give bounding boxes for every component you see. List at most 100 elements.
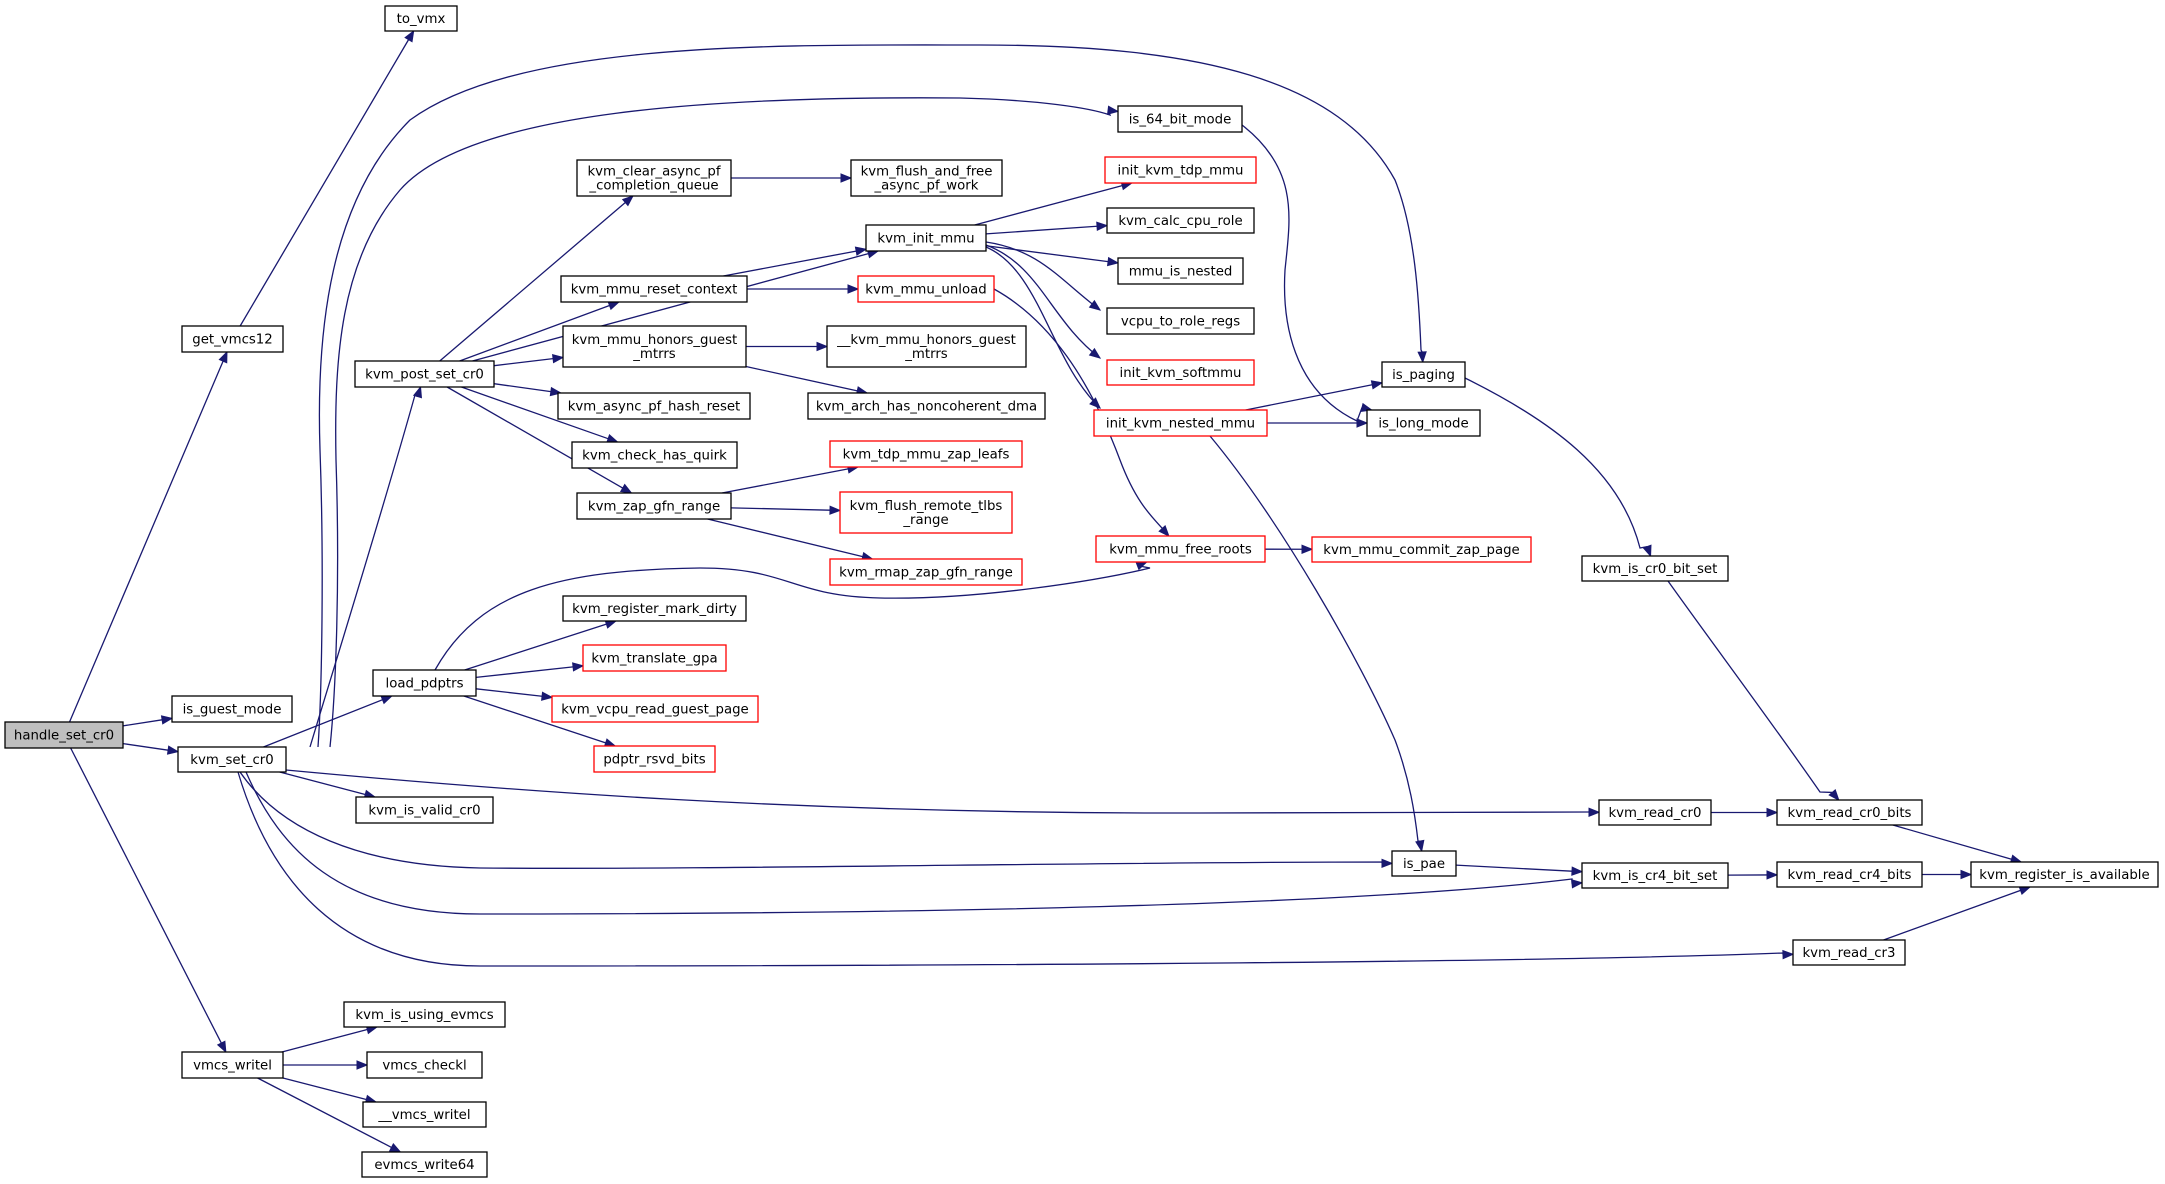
node-kvm_set_cr0[interactable]: kvm_set_cr0: [177, 746, 287, 773]
node-__kvm_mmu_honors_guest_mtrrs[interactable]: __kvm_mmu_honors_guest_mtrrs: [826, 325, 1027, 368]
edge-load_pdptrs-to-kvm_mmu_free_roots: [434, 561, 1151, 671]
node-init_kvm_softmmu[interactable]: init_kvm_softmmu: [1106, 359, 1255, 386]
node-label: get_vmcs12: [192, 333, 272, 348]
node-kvm_clear_async_pf_completion_queue[interactable]: kvm_clear_async_pf_completion_queue: [576, 159, 732, 197]
edge-load_pdptrs-to-kvm_register_mark_dirty: [464, 619, 618, 671]
node-handle_set_cr0: handle_set_cr0: [4, 721, 124, 749]
node-kvm_check_has_quirk[interactable]: kvm_check_has_quirk: [571, 441, 738, 469]
edge-kvm_is_cr0_bit_set-to-kvm_read_cr0_bits: [1667, 580, 1840, 802]
edge-init_kvm_nested_mmu-to-is_paging: [1245, 380, 1384, 411]
edge-kvm_init_mmu-to-kvm_calc_cpu_role: [985, 221, 1109, 235]
node-kvm_register_is_available[interactable]: kvm_register_is_available: [1970, 861, 2159, 888]
node-kvm_read_cr0[interactable]: kvm_read_cr0: [1598, 799, 1712, 826]
node-label: kvm_rmap_zap_gfn_range: [839, 566, 1013, 581]
node-label: is_64_bit_mode: [1129, 113, 1232, 128]
edge-kvm_set_cr0-to-kvm_read_cr0: [285, 769, 1601, 817]
node-kvm_mmu_commit_zap_page[interactable]: kvm_mmu_commit_zap_page: [1311, 536, 1532, 563]
node-kvm_init_mmu[interactable]: kvm_init_mmu: [865, 224, 987, 252]
node-init_kvm_nested_mmu[interactable]: init_kvm_nested_mmu: [1093, 409, 1268, 437]
node-kvm_mmu_honors_guest_mtrrs[interactable]: kvm_mmu_honors_guest_mtrrs: [562, 325, 747, 368]
edge-kvm_read_cr0_bits-to-kvm_register_is_available: [1892, 824, 2023, 864]
node-kvm_read_cr0_bits[interactable]: kvm_read_cr0_bits: [1776, 799, 1923, 826]
node-kvm_post_set_cr0[interactable]: kvm_post_set_cr0: [354, 360, 495, 388]
node-load_pdptrs[interactable]: load_pdptrs: [372, 669, 477, 697]
node-is_paging[interactable]: is_paging: [1381, 361, 1466, 388]
node-label: vmcs_checkl: [382, 1059, 466, 1074]
edge-kvm_set_cr0-to-is_64_bit_mode: [329, 97, 1120, 748]
edge-kvm_mmu_honors_guest_mtrrs-to-kvm_arch_has_noncoherent_dma: [745, 365, 869, 396]
node-kvm_vcpu_read_guest_page[interactable]: kvm_vcpu_read_guest_page: [551, 695, 759, 723]
edge-is_64_bit_mode-to-is_long_mode: [1241, 124, 1374, 422]
node-label: kvm_read_cr0: [1608, 806, 1701, 821]
node-kvm_tdp_mmu_zap_leafs[interactable]: kvm_tdp_mmu_zap_leafs: [829, 440, 1023, 468]
node-is_guest_mode[interactable]: is_guest_mode: [171, 695, 293, 723]
node-label: kvm_check_has_quirk: [582, 449, 727, 464]
node-kvm_zap_gfn_range[interactable]: kvm_zap_gfn_range: [576, 492, 732, 520]
node-kvm_arch_has_noncoherent_dma[interactable]: kvm_arch_has_noncoherent_dma: [807, 392, 1046, 420]
node-label: handle_set_cr0: [14, 729, 114, 744]
node-label: _completion_queue: [588, 179, 718, 194]
node-label: to_vmx: [397, 12, 446, 27]
node-kvm_translate_gpa[interactable]: kvm_translate_gpa: [582, 644, 727, 672]
node-vmcs_writel[interactable]: vmcs_writel: [181, 1051, 284, 1079]
node-kvm_register_mark_dirty[interactable]: kvm_register_mark_dirty: [562, 595, 747, 622]
node-kvm_mmu_unload[interactable]: kvm_mmu_unload: [857, 275, 995, 303]
node-label: init_kvm_softmmu: [1120, 366, 1242, 381]
call-edges: [68, 29, 2032, 1153]
node-kvm_calc_cpu_role[interactable]: kvm_calc_cpu_role: [1106, 207, 1255, 234]
node-get_vmcs12[interactable]: get_vmcs12: [181, 325, 284, 353]
node-label: kvm_translate_gpa: [591, 652, 717, 667]
node-kvm_async_pf_hash_reset[interactable]: kvm_async_pf_hash_reset: [557, 392, 751, 420]
edge-handle_set_cr0-to-vmcs_writel: [70, 747, 227, 1054]
node-label: kvm_zap_gfn_range: [588, 500, 720, 515]
edge-kvm_post_set_cr0-to-kvm_mmu_honors_guest_mtrrs: [493, 353, 565, 367]
node-label: _range: [902, 513, 948, 528]
edge-kvm_clear_async_pf_completion_queue-to-kvm_flush_and_free_async_pf_work: [731, 173, 853, 183]
node-kvm_rmap_zap_gfn_range[interactable]: kvm_rmap_zap_gfn_range: [829, 558, 1023, 586]
node-pdptr_rsvd_bits[interactable]: pdptr_rsvd_bits: [593, 745, 716, 773]
edge-kvm_mmu_honors_guest_mtrrs-to-__kvm_mmu_honors_guest_mtrrs: [746, 341, 829, 352]
node-label: vcpu_to_role_regs: [1121, 315, 1240, 330]
node-mmu_is_nested[interactable]: mmu_is_nested: [1117, 257, 1244, 285]
node-label: kvm_async_pf_hash_reset: [568, 400, 741, 415]
node-evmcs_write64[interactable]: evmcs_write64: [361, 1151, 488, 1178]
node-is_long_mode[interactable]: is_long_mode: [1366, 409, 1481, 437]
node-to_vmx[interactable]: to_vmx: [384, 5, 458, 32]
node-label: _async_pf_work: [874, 179, 979, 194]
node-label: kvm_mmu_unload: [865, 283, 986, 298]
node-init_kvm_tdp_mmu[interactable]: init_kvm_tdp_mmu: [1104, 156, 1257, 184]
edge-kvm_init_mmu-to-init_kvm_softmmu: [985, 244, 1102, 359]
edge-vmcs_writel-to-__vmcs_writel: [282, 1077, 378, 1104]
node-vmcs_checkl[interactable]: vmcs_checkl: [366, 1051, 483, 1079]
edge-kvm_read_cr3-to-kvm_register_is_available: [1883, 886, 2032, 941]
edge-load_pdptrs-to-kvm_translate_gpa: [475, 662, 585, 679]
node-label: kvm_read_cr0_bits: [1788, 806, 1912, 821]
node-vcpu_to_role_regs[interactable]: vcpu_to_role_regs: [1106, 307, 1255, 335]
node-kvm_mmu_reset_context[interactable]: kvm_mmu_reset_context: [560, 275, 748, 303]
node-kvm_is_using_evmcs[interactable]: kvm_is_using_evmcs: [343, 1001, 506, 1028]
node-kvm_read_cr3[interactable]: kvm_read_cr3: [1792, 939, 1906, 966]
edge-kvm_set_cr0-to-kvm_is_cr4_bit_set: [245, 771, 1584, 915]
node-kvm_flush_remote_tlbs_range[interactable]: kvm_flush_remote_tlbs_range: [839, 491, 1013, 534]
node-label: kvm_read_cr3: [1802, 946, 1895, 961]
node-label: kvm_is_cr0_bit_set: [1593, 562, 1718, 577]
node-kvm_is_cr0_bit_set[interactable]: kvm_is_cr0_bit_set: [1581, 555, 1729, 582]
node-kvm_mmu_free_roots[interactable]: kvm_mmu_free_roots: [1095, 535, 1266, 563]
node-kvm_flush_and_free_async_pf_work[interactable]: kvm_flush_and_free_async_pf_work: [850, 159, 1003, 197]
node-kvm_is_valid_cr0[interactable]: kvm_is_valid_cr0: [355, 796, 494, 824]
node-is_pae[interactable]: is_pae: [1391, 850, 1457, 877]
node-label: kvm_calc_cpu_role: [1118, 214, 1242, 229]
edge-vmcs_writel-to-kvm_is_using_evmcs: [281, 1025, 379, 1053]
node-kvm_is_cr4_bit_set[interactable]: kvm_is_cr4_bit_set: [1581, 862, 1729, 889]
node-label: kvm_mmu_reset_context: [571, 283, 738, 298]
node-label: kvm_init_mmu: [877, 232, 974, 247]
edge-kvm_mmu_free_roots-to-kvm_mmu_commit_zap_page: [1264, 544, 1314, 554]
edge-kvm_set_cr0-to-kvm_is_valid_cr0: [279, 771, 377, 799]
function-nodes: handle_set_cr0 get_vmcs12 to_vmx is_guest_m…: [4, 5, 2159, 1178]
edge-kvm_post_set_cr0-to-kvm_check_has_quirk: [461, 386, 619, 443]
node-__vmcs_writel[interactable]: __vmcs_writel: [362, 1101, 487, 1128]
node-kvm_read_cr4_bits[interactable]: kvm_read_cr4_bits: [1776, 861, 1923, 888]
node-label: kvm_clear_async_pf: [587, 165, 720, 180]
edge-handle_set_cr0-to-get_vmcs12: [68, 350, 228, 723]
node-is_64_bit_mode[interactable]: is_64_bit_mode: [1117, 105, 1243, 133]
